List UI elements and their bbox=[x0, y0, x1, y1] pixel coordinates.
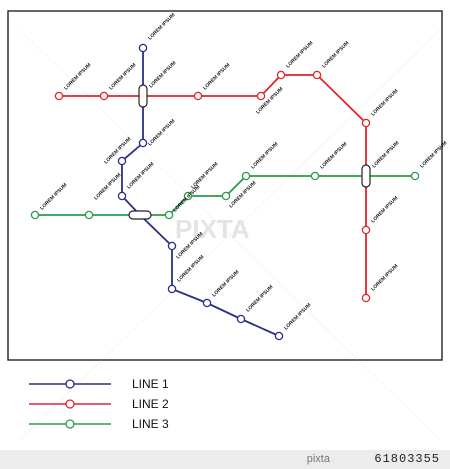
station-label: LOREM IPSUM bbox=[147, 118, 176, 147]
legend-label: LINE 1 bbox=[132, 377, 169, 391]
station-line-2[interactable] bbox=[361, 118, 371, 128]
station-labels: LOREM IPSUM LOREM IPSUM LOREM IPSUM LORE… bbox=[39, 12, 448, 331]
map-frame bbox=[7, 10, 443, 361]
station-line-1[interactable] bbox=[117, 156, 127, 166]
station-label: LOREM IPSUM bbox=[321, 40, 350, 69]
station-label: LOREM IPSUM bbox=[147, 12, 176, 41]
legend-label: LINE 3 bbox=[132, 417, 169, 431]
station-line-3[interactable] bbox=[410, 171, 420, 181]
footer-image-id: 61803355 bbox=[374, 452, 440, 466]
station-label: LOREM IPSUM bbox=[126, 161, 155, 190]
station-label: LOREM IPSUM bbox=[148, 60, 177, 89]
station-line-1[interactable] bbox=[138, 138, 148, 148]
station-line-2[interactable] bbox=[361, 293, 371, 303]
legend-line-1-station bbox=[65, 379, 75, 389]
station-line-2[interactable] bbox=[256, 91, 266, 101]
watermark-text: PIXTA bbox=[175, 214, 250, 244]
station-line-3[interactable] bbox=[221, 191, 231, 201]
station-label: LOREM IPSUM bbox=[255, 86, 284, 115]
legend-item-line-3: LINE 3 bbox=[29, 417, 169, 431]
station-label: LOREM IPSUM bbox=[108, 62, 137, 91]
station-label: LOREM IPSUM bbox=[371, 140, 400, 169]
station-line-1[interactable] bbox=[236, 314, 246, 324]
interchange-station[interactable] bbox=[138, 84, 148, 108]
stock-footer: pixta 61803355 bbox=[0, 450, 450, 469]
station-label: LOREM IPSUM bbox=[285, 40, 314, 69]
station-line-1[interactable] bbox=[117, 191, 127, 201]
footer-brand: pixta bbox=[306, 453, 330, 465]
legend-line-2-station bbox=[65, 399, 75, 409]
station-line-3[interactable] bbox=[84, 210, 94, 220]
legend-label: LINE 2 bbox=[132, 397, 169, 411]
station-label: LOREM IPSUM bbox=[245, 284, 274, 313]
station-line-1[interactable] bbox=[274, 331, 284, 341]
station-line-2[interactable] bbox=[312, 70, 322, 80]
station-line-2[interactable] bbox=[361, 225, 371, 235]
station-label: LOREM IPSUM bbox=[250, 141, 279, 170]
station-line-3[interactable] bbox=[164, 210, 174, 220]
station-line-2[interactable] bbox=[276, 70, 286, 80]
station-label: LOREM IPSUM bbox=[370, 195, 399, 224]
legend-line-3-station bbox=[65, 419, 75, 429]
station-line-2[interactable] bbox=[193, 91, 203, 101]
station-label: LOREM IPSUM bbox=[283, 302, 312, 331]
interchange-station[interactable] bbox=[128, 210, 152, 220]
interchange-station[interactable] bbox=[361, 164, 371, 188]
station-line-3[interactable] bbox=[30, 210, 40, 220]
station-label: LOREM IPSUM bbox=[370, 88, 399, 117]
legend: LINE 1 LINE 2 LINE 3 bbox=[29, 377, 169, 431]
station-line-1[interactable] bbox=[202, 298, 212, 308]
line-3-track bbox=[35, 175, 415, 216]
station-label: LOREM IPSUM bbox=[172, 184, 201, 213]
legend-item-line-1: LINE 1 bbox=[29, 377, 169, 391]
station-label: LOREM IPSUM bbox=[228, 180, 257, 209]
station-line-3[interactable] bbox=[183, 191, 193, 201]
station-line-1[interactable] bbox=[167, 241, 177, 251]
station-label: LOREM IPSUM bbox=[370, 263, 399, 292]
watermark: PIXTA bbox=[19, 29, 441, 441]
station-line-2[interactable] bbox=[54, 91, 64, 101]
station-line-2[interactable] bbox=[99, 91, 109, 101]
station-line-3[interactable] bbox=[241, 171, 251, 181]
station-label: LOREM IPSUM bbox=[63, 62, 92, 91]
station-line-3[interactable] bbox=[310, 171, 320, 181]
station-line-1[interactable] bbox=[167, 284, 177, 294]
station-label: LOREM IPSUM bbox=[419, 140, 448, 169]
station-line-1[interactable] bbox=[138, 43, 148, 53]
station-label: LOREM IPSUM bbox=[319, 141, 348, 170]
legend-item-line-2: LINE 2 bbox=[29, 397, 169, 411]
station-label: LOREM IPSUM bbox=[202, 62, 231, 91]
station-label: LOREM IPSUM bbox=[211, 269, 240, 298]
station-label: LOREM IPSUM bbox=[39, 182, 68, 211]
